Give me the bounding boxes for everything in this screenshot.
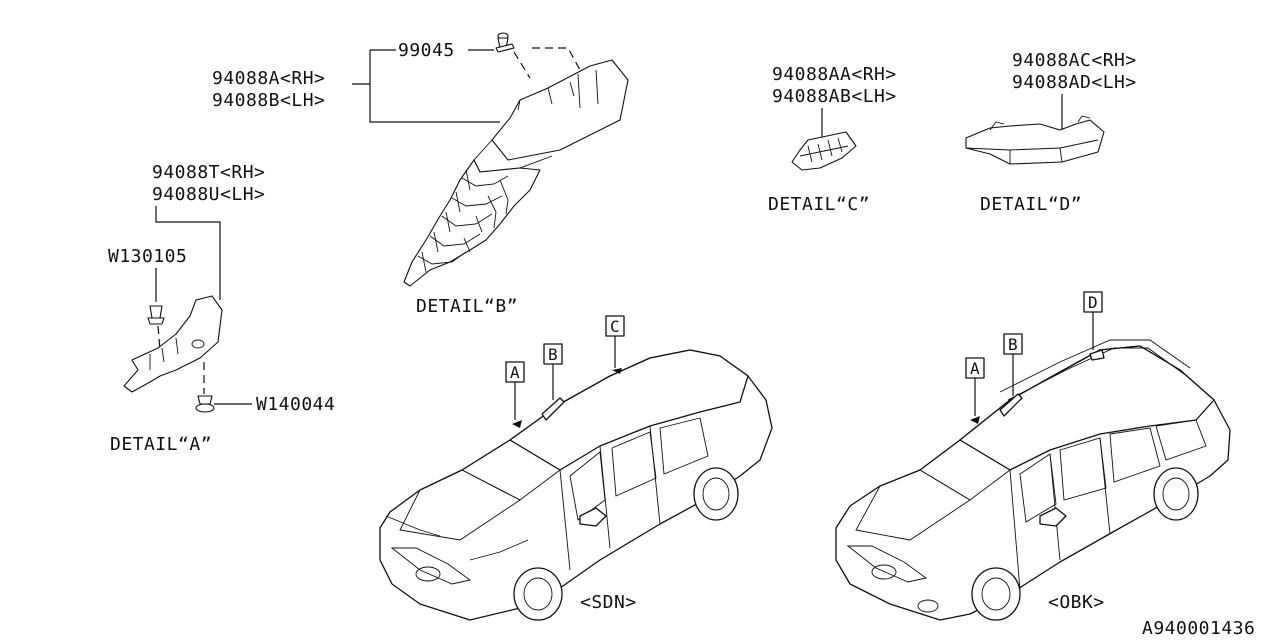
bracket-part-a [123,295,223,393]
part-label-94088t: 94088T<RH> [152,162,265,183]
obk-mark-b [999,393,1023,417]
clip-w130105 [147,305,165,325]
detail-b-label: DETAIL“B” [416,296,518,317]
dash-w130105 [157,325,161,351]
sdn-mark-a [512,420,522,428]
part-label-94088ab: 94088AB<LH> [772,86,897,107]
weatherstrip-part-b [403,59,629,287]
obk-callout-a: A [965,357,985,416]
sdn-callout-b: B [543,343,563,400]
part-c-clip [791,131,857,171]
part-label-99045: 99045 [398,40,455,61]
obk-mark-a [970,416,980,424]
detail-c-group: 94088AA<RH> 94088AB<LH> DETAIL“C” [768,64,897,215]
part-label-94088b: 94088B<LH> [212,90,325,111]
leader-94088t-u [155,206,221,300]
detail-a-label: DETAIL“A” [110,434,212,455]
clip-w140044 [195,395,215,413]
svg-text:C: C [610,317,620,336]
part-label-w140044: W140044 [256,394,335,415]
obk-mark-d [1089,349,1105,361]
svg-text:D: D [1088,293,1098,312]
part-label-94088aa: 94088AA<RH> [772,64,897,85]
sedan-illustration: A B C <SDN> [379,315,773,621]
sdn-callout-a: A [505,361,525,420]
part-label-94088ad: 94088AD<LH> [1012,72,1137,93]
detail-d-label: DETAIL“D” [980,194,1082,215]
svg-text:A: A [510,363,520,382]
obk-callout-b: B [1003,333,1023,396]
sdn-mark-c [612,368,622,374]
clip-99045 [495,32,515,53]
detail-a-group: 94088T<RH> 94088U<LH> W130105 W140044 DE… [108,162,335,455]
sdn-mark-b [541,397,565,421]
outback-illustration: A B D <OBK> [835,291,1231,621]
sedan-variant-label: <SDN> [580,592,637,613]
detail-b-group: 99045 94088A<RH> 94088B<LH> DETAIL“B” [212,32,629,317]
svg-text:B: B [548,345,558,364]
dash-clip-guide [513,47,581,79]
part-label-w130105: W130105 [108,246,187,267]
obk-callout-d: D [1083,291,1103,350]
part-label-94088u: 94088U<LH> [152,184,265,205]
part-label-94088ac: 94088AC<RH> [1012,50,1137,71]
figure-id: A940001436 [1142,618,1255,639]
leader-94088a-b [352,49,500,123]
part-label-94088a: 94088A<RH> [212,68,325,89]
svg-text:B: B [1008,335,1018,354]
sdn-callout-c: C [605,315,625,368]
outback-variant-label: <OBK> [1048,592,1105,613]
svg-text:A: A [970,359,980,378]
detail-c-label: DETAIL“C” [768,194,870,215]
detail-d-group: 94088AC<RH> 94088AD<LH> DETAIL“D” [965,50,1137,215]
part-d-cover [965,115,1105,165]
